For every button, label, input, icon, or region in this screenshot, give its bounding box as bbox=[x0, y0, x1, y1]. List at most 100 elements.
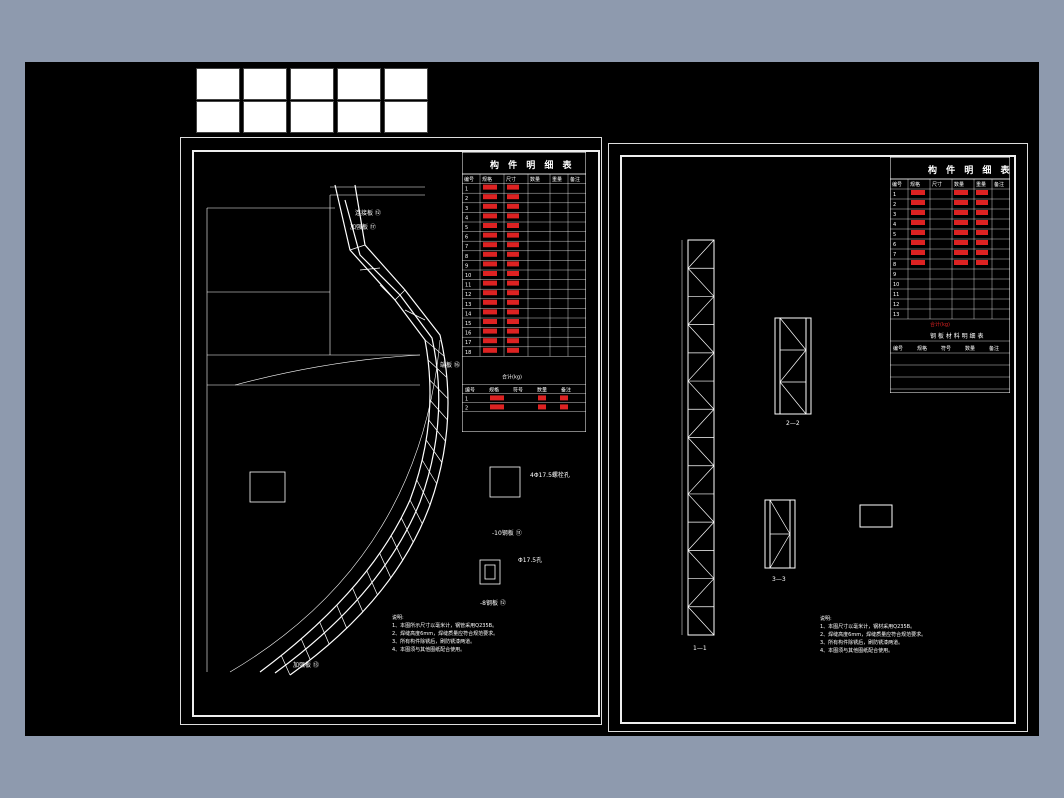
right-section-2: 2—2 bbox=[786, 420, 800, 427]
right-table-header: 数量 bbox=[954, 181, 964, 188]
left-note-2: 2、焊缝高度6mm，焊缝质量应符合规范要求。 bbox=[392, 631, 499, 637]
right-table-red-cell bbox=[954, 210, 968, 215]
left-note-3: 3、所有构件除锈后，刷防锈漆两道。 bbox=[392, 639, 476, 645]
right-table-row-number: 12 bbox=[893, 302, 899, 308]
sheet-thumbnail[interactable] bbox=[196, 101, 240, 133]
left-table-row-number: 6 bbox=[465, 235, 468, 241]
left-label-plate1: -10钢板 ⑪ bbox=[492, 530, 522, 537]
right-note-3: 3、所有构件除锈后，刷防锈漆两道。 bbox=[820, 640, 904, 646]
left-table-row-number: 10 bbox=[465, 273, 471, 279]
right-table-row-number: 7 bbox=[893, 252, 896, 258]
left-table-row-number: 9 bbox=[465, 263, 468, 269]
right-note-2: 2、焊缝高度6mm，焊缝质量应符合规范要求。 bbox=[820, 632, 927, 638]
left-table-red-cell bbox=[507, 203, 519, 209]
left-table-row-number: 3 bbox=[465, 206, 468, 212]
sheet-thumbnail[interactable] bbox=[384, 68, 428, 100]
left-table-row-number: 11 bbox=[465, 283, 471, 289]
left-note-4: 4、本图须与其他图纸配合使用。 bbox=[392, 647, 466, 653]
left-bolt-header: 数量 bbox=[537, 386, 547, 393]
right-table-red-cell bbox=[976, 260, 988, 265]
right-table-row-number: 9 bbox=[893, 272, 896, 278]
left-table-red-cell bbox=[507, 347, 519, 353]
right-notes: 说明: 1、本图尺寸以毫米计，钢材采用Q235B。 2、焊缝高度6mm，焊缝质量… bbox=[820, 615, 926, 655]
left-table-red-cell bbox=[507, 261, 519, 267]
left-notes-title: 说明: bbox=[392, 615, 404, 621]
right-table-red-cell bbox=[976, 220, 988, 225]
sheet-thumbnail[interactable] bbox=[337, 68, 381, 100]
left-table-red-cell bbox=[507, 309, 519, 315]
left-table-red-cell bbox=[507, 232, 519, 238]
right-table-red-cell bbox=[976, 230, 988, 235]
sheet-thumbnail[interactable] bbox=[196, 68, 240, 100]
left-table-header: 备注 bbox=[570, 176, 580, 183]
right-table-red-cell bbox=[954, 220, 968, 225]
right-table-red-cell bbox=[976, 200, 988, 205]
right-table-header: 重量 bbox=[976, 181, 986, 188]
right-table-row-number: 6 bbox=[893, 242, 896, 248]
right-table-row-number: 13 bbox=[893, 312, 899, 318]
sheet-thumbnail[interactable] bbox=[290, 101, 334, 133]
sheet-thumbnail[interactable] bbox=[384, 101, 428, 133]
left-table-red-cell bbox=[483, 251, 497, 257]
left-table-red-cell bbox=[507, 242, 519, 248]
right-table-red-cell bbox=[911, 220, 925, 225]
right-table-header: 编号 bbox=[892, 181, 902, 188]
left-table-red-cell bbox=[483, 203, 497, 209]
right-table-title: 构 件 明 细 表 bbox=[928, 166, 1013, 176]
right-table-red-cell bbox=[976, 240, 988, 245]
left-bolt-red-cell bbox=[560, 404, 568, 410]
left-label-bolt-hole: 4Φ17.5螺栓孔 bbox=[530, 472, 570, 479]
right-table-red-cell bbox=[911, 250, 925, 255]
left-table-red-cell bbox=[507, 290, 519, 296]
left-table-red-cell bbox=[483, 299, 497, 305]
right-note-1: 1、本图尺寸以毫米计，钢材采用Q235B。 bbox=[820, 624, 916, 630]
left-table-header: 尺寸 bbox=[506, 176, 516, 183]
right-table2-header: 编号 bbox=[893, 345, 903, 352]
left-table-red-cell bbox=[507, 319, 519, 324]
right-sheet bbox=[608, 143, 1028, 732]
right-table-red-cell bbox=[954, 230, 968, 235]
left-label-top-plate: 连接板 ⑫ bbox=[355, 210, 381, 217]
left-table-red-cell bbox=[507, 280, 519, 286]
right-table-red-cell bbox=[976, 250, 988, 255]
left-sheet-border bbox=[192, 150, 600, 717]
right-table-red-cell bbox=[911, 190, 925, 195]
right-table-row-number: 3 bbox=[893, 212, 896, 218]
left-label-end-plate: 端板 ⑯ bbox=[440, 362, 460, 369]
left-table-red-cell bbox=[483, 184, 497, 190]
right-table-red-cell bbox=[976, 210, 988, 215]
right-table-header: 尺寸 bbox=[932, 181, 942, 188]
left-table-row-number: 8 bbox=[465, 254, 468, 260]
sheet-thumbnail[interactable] bbox=[243, 101, 287, 133]
left-table-row-number: 13 bbox=[465, 302, 471, 308]
sheet-thumbnail[interactable] bbox=[337, 101, 381, 133]
left-table-row-number: 12 bbox=[465, 292, 471, 298]
right-table-grid: 编号规格尺寸数量重量备注12345678910111213合计(kg)编号规格符… bbox=[890, 157, 1010, 393]
left-table-row-number: 15 bbox=[465, 321, 471, 327]
left-bolt-red-cell bbox=[560, 395, 568, 401]
sheet-thumbnail[interactable] bbox=[290, 68, 334, 100]
left-table-red-cell bbox=[507, 223, 519, 228]
left-table-header: 重量 bbox=[552, 176, 562, 183]
right-table-row-number: 10 bbox=[893, 282, 899, 288]
right-table-red-cell bbox=[954, 190, 968, 195]
right-table-row-number: 4 bbox=[893, 222, 896, 228]
left-table-row-number: 4 bbox=[465, 215, 468, 221]
left-table-row-number: 7 bbox=[465, 244, 468, 250]
right-table-row-number: 11 bbox=[893, 292, 899, 298]
right-table-red-cell bbox=[911, 240, 925, 245]
left-sheet bbox=[180, 137, 602, 725]
sheet-thumbnail[interactable] bbox=[243, 68, 287, 100]
left-note-1: 1、本图所示尺寸以毫米计，钢管采用Q235B。 bbox=[392, 623, 498, 629]
left-table-red-cell bbox=[483, 232, 497, 238]
right-table-red-cell bbox=[954, 260, 968, 265]
left-bolt-header: 备注 bbox=[561, 386, 571, 393]
left-table-row-number: 2 bbox=[465, 196, 468, 202]
left-notes: 说明: 1、本图所示尺寸以毫米计，钢管采用Q235B。 2、焊缝高度6mm，焊缝… bbox=[392, 614, 498, 654]
left-table-red-cell bbox=[483, 328, 497, 334]
right-note-4: 4、本图须与其他图纸配合使用。 bbox=[820, 648, 894, 654]
left-table-red-cell bbox=[483, 223, 497, 228]
left-table-red-cell bbox=[507, 194, 519, 200]
